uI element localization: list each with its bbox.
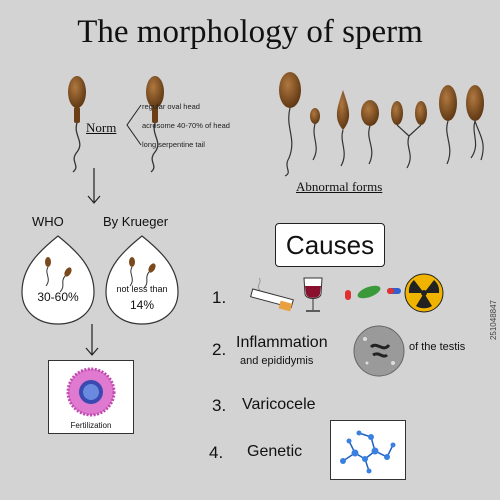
cause-inflammation-sub: and epididymis	[240, 355, 314, 367]
who-value: 30-60%	[37, 290, 79, 304]
cause-inflammation-suffix: of the testis	[409, 341, 466, 353]
microbe-icon	[353, 325, 405, 377]
cause-varicocele: Varicocele	[242, 396, 316, 413]
cigarette-icon	[250, 277, 294, 312]
normal-sperm-right	[146, 76, 164, 173]
watermark: 251048847	[489, 300, 498, 341]
norm-criterion-tail: long serpentine tail	[142, 140, 205, 149]
abnormal-sperm-illustration	[279, 72, 484, 177]
genetic-box	[330, 420, 406, 480]
normal-sperm-left	[68, 76, 86, 173]
radiation-icon	[404, 273, 444, 313]
krueger-label: By Krueger	[103, 214, 169, 229]
pills-icon	[345, 285, 401, 300]
wine-glass-icon	[303, 277, 323, 312]
arrow-down-icon	[85, 324, 99, 356]
causes-title: Causes	[275, 223, 385, 267]
krueger-shield	[105, 235, 179, 325]
egg-cell-icon	[66, 367, 116, 417]
norm-bracket	[126, 104, 142, 146]
abnormal-forms-label: Abnormal forms	[296, 179, 383, 194]
fertilization-label: Fertilization	[70, 421, 112, 430]
fertilization-box: Fertilization	[48, 360, 134, 434]
krueger-value-line2: 14%	[129, 298, 155, 312]
cause-inflammation: Inflammation	[236, 334, 328, 351]
who-shield	[21, 235, 95, 325]
molecule-icon	[340, 430, 396, 474]
cause-number-4: 4.	[209, 443, 224, 462]
norm-criterion-head: regular oval head	[142, 102, 200, 111]
cause-number-1: 1.	[212, 288, 227, 307]
norm-label: Norm	[86, 120, 117, 135]
cause-number-2: 2.	[212, 340, 227, 359]
cause-genetic: Genetic	[247, 443, 303, 460]
cause-number-3: 3.	[212, 396, 227, 415]
page-title: The morphology of sperm	[77, 14, 423, 50]
norm-criterion-acrosome: acrosome 40-70% of head	[142, 121, 230, 130]
krueger-value-line1: not less than	[116, 284, 168, 294]
who-label: WHO	[32, 214, 64, 229]
normal-sperm-illustration	[68, 76, 164, 173]
arrow-down-icon	[87, 168, 101, 204]
